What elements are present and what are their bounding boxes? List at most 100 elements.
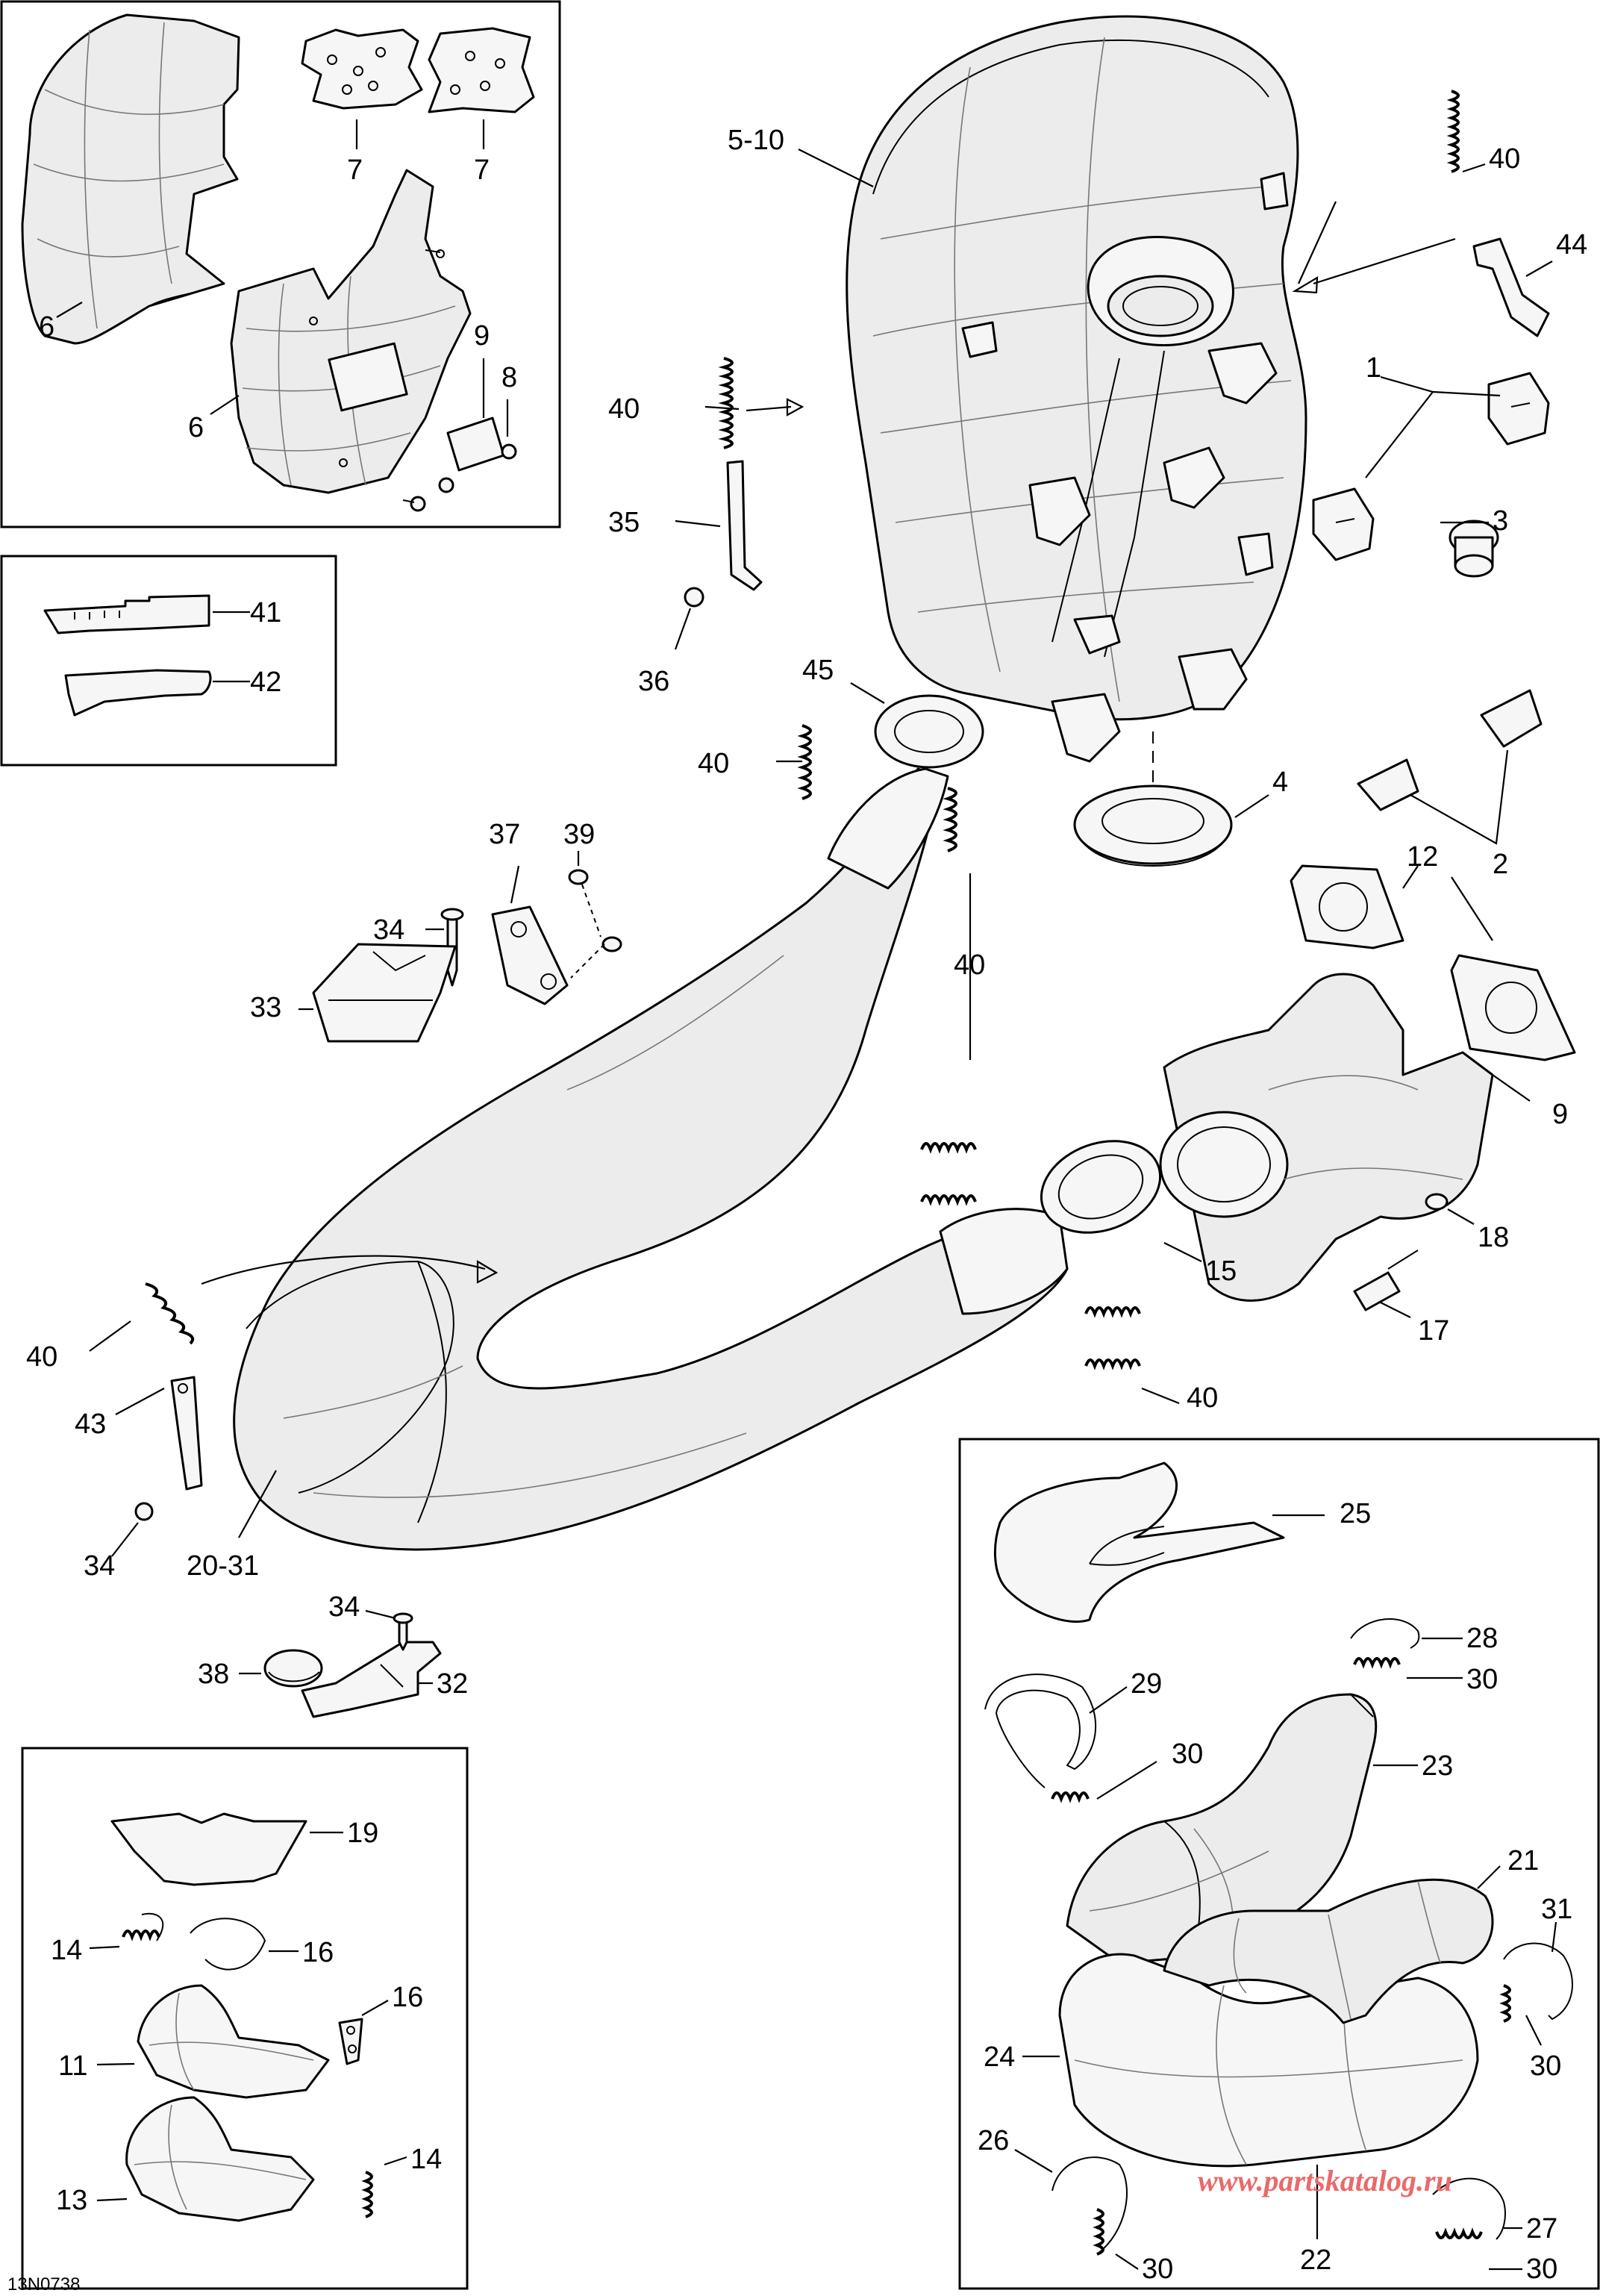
spring-14b [361, 2171, 373, 2218]
callout-5-10: 5-10 [728, 125, 784, 156]
callout-32: 32 [437, 1668, 468, 1700]
rubber-bumper-3 [1449, 520, 1499, 578]
callout-15: 15 [1205, 1255, 1237, 1287]
spring-14a [122, 1912, 164, 1941]
rubber-plug-38 [263, 1649, 323, 1688]
callout-40c: 40 [698, 748, 729, 779]
drawing-code: 13N0738 [7, 2274, 80, 2295]
manifold-gasket-12a [1290, 864, 1404, 949]
rubber-stop-2a [1357, 758, 1419, 811]
heat-shield-19 [110, 1812, 307, 1886]
manifold-gasket-12b [1450, 954, 1576, 1061]
spring-30b [1051, 1791, 1090, 1803]
callout-27: 27 [1526, 2213, 1557, 2244]
callout-38: 38 [198, 1659, 229, 1690]
spring-30d [1093, 2208, 1104, 2256]
heat-shield-pad-25 [993, 1461, 1285, 1623]
rubber-stop-1b [1312, 487, 1375, 561]
callout-7a: 7 [347, 155, 363, 186]
rubber-stop-2b [1480, 689, 1543, 748]
sealing-ring-15 [1040, 1140, 1162, 1234]
callout-30c: 30 [1530, 2050, 1561, 2082]
inset-frame-heat-shields [0, 0, 561, 528]
clamp-28 [1350, 1618, 1420, 1649]
callout-40d: 40 [954, 949, 985, 981]
heat-shield-upper [21, 13, 240, 345]
nut-36 [684, 587, 704, 608]
washer-39 [568, 869, 622, 979]
spring-40a [1446, 90, 1460, 173]
bracket-43 [170, 1376, 203, 1491]
callout-40a: 40 [1489, 143, 1520, 175]
callout-34c: 34 [328, 1591, 360, 1623]
callout-18: 18 [1478, 1222, 1509, 1253]
callout-8: 8 [501, 362, 517, 393]
callout-4: 4 [1272, 767, 1288, 798]
bracket-37 [491, 905, 569, 1005]
heat-shield-24 [1058, 1953, 1479, 2168]
callout-31: 31 [1541, 1894, 1572, 1925]
callout-12: 12 [1407, 841, 1438, 873]
callout-39: 39 [563, 819, 595, 850]
insulation-pad-7a [301, 28, 423, 110]
callout-2: 2 [1493, 849, 1508, 880]
spring-40g [145, 1282, 194, 1345]
callout-7b: 7 [474, 155, 490, 186]
shield-screw-8 [402, 249, 517, 512]
heat-shield-13 [125, 2096, 315, 2222]
callout-20-31: 20-31 [187, 1550, 259, 1582]
watermark: www.partskatalog.ru [1198, 2164, 1452, 2197]
callout-40b: 40 [608, 393, 640, 425]
callout-43: 43 [75, 1409, 106, 1440]
elbow-21 [1163, 1878, 1494, 2024]
callout-19: 19 [347, 1818, 378, 1849]
callout-45: 45 [802, 655, 834, 686]
inset-frame-tailpipe-shield [958, 1438, 1600, 2290]
spring-30a [1353, 1657, 1401, 1669]
callout-41: 41 [250, 597, 281, 628]
callout-33: 33 [250, 992, 281, 1023]
muffler-assembly [846, 15, 1307, 721]
clamp-27 [1432, 2177, 1506, 2240]
callout-23: 23 [1422, 1750, 1453, 1782]
insulation-pad-7b [428, 27, 535, 113]
callout-14a: 14 [51, 1935, 82, 1966]
inset-frame-small-shields [21, 1747, 469, 2290]
bracket-44 [1472, 237, 1550, 337]
clamp-16a [190, 1918, 266, 1971]
clamp-16b [338, 2018, 363, 2065]
bolt-17 [1353, 1250, 1419, 1311]
callout-14b: 14 [410, 2144, 442, 2175]
callout-9a: 9 [474, 320, 490, 352]
clamp-31 [1503, 1942, 1573, 2021]
exhaust-manifold [1159, 973, 1494, 1302]
callout-16a: 16 [302, 1937, 334, 1968]
spring-30c [1499, 1984, 1511, 2023]
callout-36: 36 [638, 666, 669, 697]
callout-44: 44 [1556, 229, 1587, 261]
callout-6a: 6 [39, 311, 54, 343]
callout-42: 42 [250, 667, 281, 698]
callout-3: 3 [1493, 505, 1508, 537]
rubber-stop-1a [1487, 372, 1550, 446]
screw-34b [134, 1502, 154, 1521]
heat-shield-plate-9 [446, 417, 505, 472]
callout-30d: 30 [1142, 2253, 1173, 2285]
insulation-strip-42 [64, 669, 212, 717]
heat-shield-lower [230, 169, 472, 494]
callout-9b: 9 [1552, 1099, 1568, 1130]
washer-18 [1425, 1193, 1449, 1211]
spring-40e [920, 1142, 977, 1206]
callout-25: 25 [1340, 1498, 1371, 1529]
callout-22: 22 [1300, 2244, 1331, 2276]
muffler-gasket-4 [1073, 731, 1233, 867]
callout-13: 13 [56, 2185, 87, 2216]
inset-frame-insulation-pads [0, 555, 337, 767]
callout-24: 24 [984, 2041, 1015, 2073]
callout-1: 1 [1366, 352, 1381, 384]
muffler-rubber-mount [961, 172, 1289, 763]
clamp-26 [1051, 2156, 1128, 2255]
callout-30a: 30 [1466, 1664, 1498, 1695]
bracket-32 [301, 1641, 442, 1718]
